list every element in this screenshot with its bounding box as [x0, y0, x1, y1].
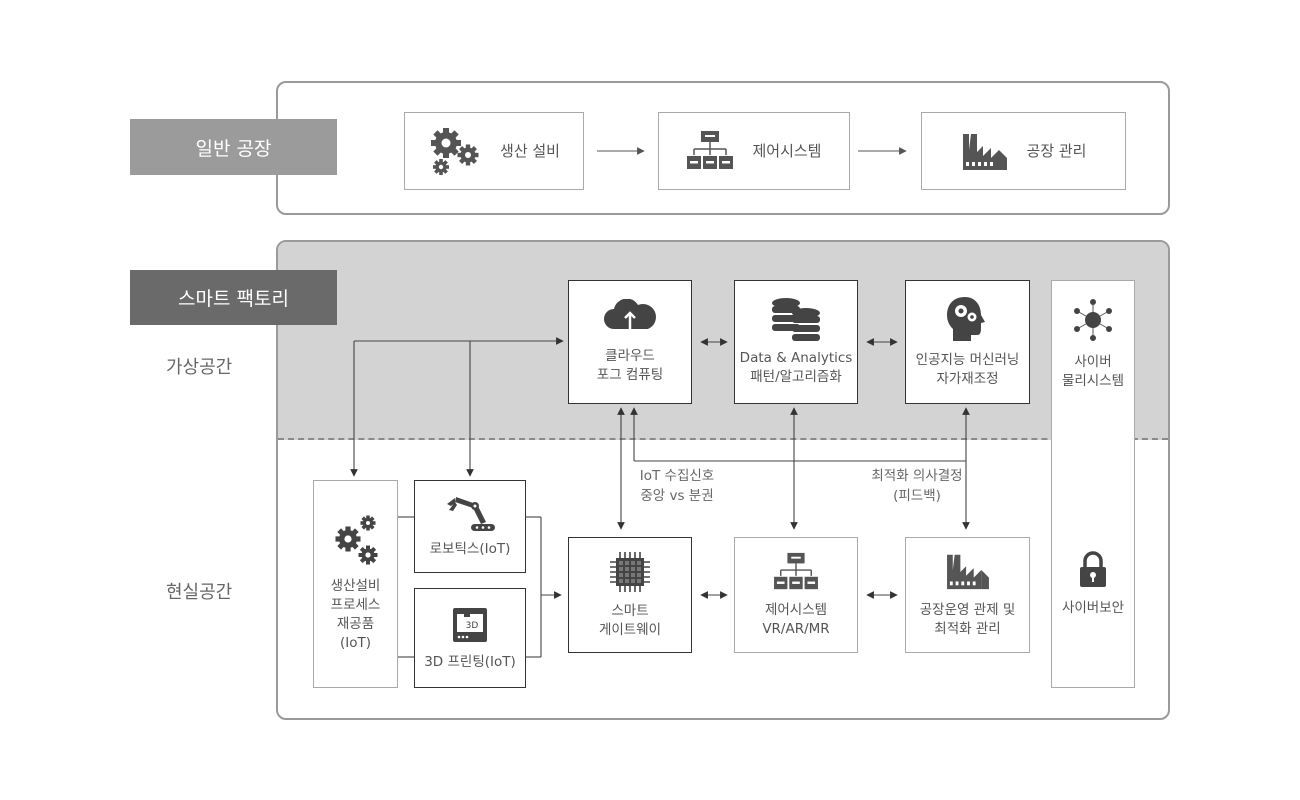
operation-line2: 최적화 관리 [934, 621, 1001, 637]
database-icon [772, 298, 820, 341]
control-vr-box: 제어시스템 VR/AR/MR [734, 537, 858, 653]
factory-icon [946, 554, 989, 590]
feedback-note-line1: 최적화 의사결정 [871, 468, 963, 484]
gears-icon [431, 128, 479, 175]
control-system-label: 제어시스템 [752, 141, 822, 160]
3d-printer-icon: 3D [453, 607, 487, 642]
feedback-note-line2: (피드백) [893, 488, 941, 504]
factory-operation-box: 공장운영 관제 및 최적화 관리 [905, 537, 1030, 653]
production-line3: 재공품 [336, 616, 375, 632]
3d-printing-label: 3D 프린팅(IoT) [424, 653, 516, 670]
smart-gateway-box: 스마트 게이트웨이 [568, 537, 692, 653]
network-node-icon [1074, 299, 1112, 341]
cloud-line1: 클라우드 [605, 348, 655, 364]
factory-management-label: 공장 관리 [1026, 141, 1087, 160]
analytics-line1: Data & Analytics [739, 350, 853, 366]
production-line4: (IoT) [339, 635, 372, 651]
robotics-box: 로보틱스(IoT) [414, 480, 526, 573]
virtual-space-label: 가상공간 [166, 357, 233, 378]
cloud-computing-box: 클라우드 포그 컴퓨팅 [568, 280, 692, 404]
operation-line1: 공장운영 관제 및 [919, 602, 1016, 618]
production-process-box: 생산설비 프로세스 재공품 (IoT) [313, 480, 398, 688]
ai-machine-learning-box: 인공지능 머신러닝 자가재조정 [905, 280, 1030, 404]
cps-line1: 사이버 [1074, 354, 1112, 370]
hierarchy-icon [774, 552, 818, 590]
gateway-line1: 스마트 [611, 603, 649, 619]
production-equipment-box: 생산 설비 [404, 112, 584, 190]
ai-line2: 자가재조정 [936, 371, 999, 387]
factory-management-box: 공장 관리 [921, 112, 1126, 190]
cloud-icon [604, 299, 656, 337]
gateway-line2: 게이트웨이 [598, 622, 662, 638]
cyber-physical-column: 사이버 물리시스템 사이버보안 [1051, 280, 1135, 688]
gears-icon [335, 515, 377, 565]
ai-line1: 인공지능 머신러닝 [915, 352, 1020, 368]
production-line1: 생산설비 [330, 578, 381, 594]
iot-note-line2: 중앙 vs 분권 [640, 488, 714, 504]
control-system-box: 제어시스템 [658, 112, 850, 190]
smart-factory-tag: 스마트 팩토리 [130, 270, 337, 325]
factory-icon [962, 134, 1007, 170]
real-space-label: 현실공간 [166, 582, 233, 603]
robotics-label: 로보틱스(IoT) [429, 541, 511, 557]
3d-printing-box: 3D 3D 프린팅(IoT) [414, 588, 526, 688]
iot-signal-note: IoT 수집신호 중앙 vs 분권 [629, 466, 725, 506]
cps-line2: 물리시스템 [1061, 373, 1125, 389]
data-analytics-box: Data & Analytics 패턴/알고리즘화 [734, 280, 858, 404]
general-factory-tag: 일반 공장 [130, 119, 337, 175]
cyber-security-label: 사이버보안 [1061, 600, 1125, 616]
cloud-line2: 포그 컴퓨팅 [596, 367, 664, 383]
brain-head-icon [946, 297, 985, 341]
analytics-line2: 패턴/알고리즘화 [750, 369, 842, 385]
lock-icon [1080, 551, 1106, 587]
robot-arm-icon [447, 497, 495, 531]
chip-icon [610, 552, 650, 592]
iot-note-line1: IoT 수집신호 [639, 468, 715, 484]
hierarchy-icon [687, 131, 734, 169]
feedback-note: 최적화 의사결정 (피드백) [852, 466, 982, 506]
control-vr-line1: 제어시스템 [764, 602, 828, 618]
control-vr-line2: VR/AR/MR [762, 621, 830, 637]
production-line2: 프로세스 [330, 597, 381, 613]
production-equipment-label: 생산 설비 [500, 141, 560, 160]
3d-printer-icon-text: 3D [466, 621, 479, 631]
